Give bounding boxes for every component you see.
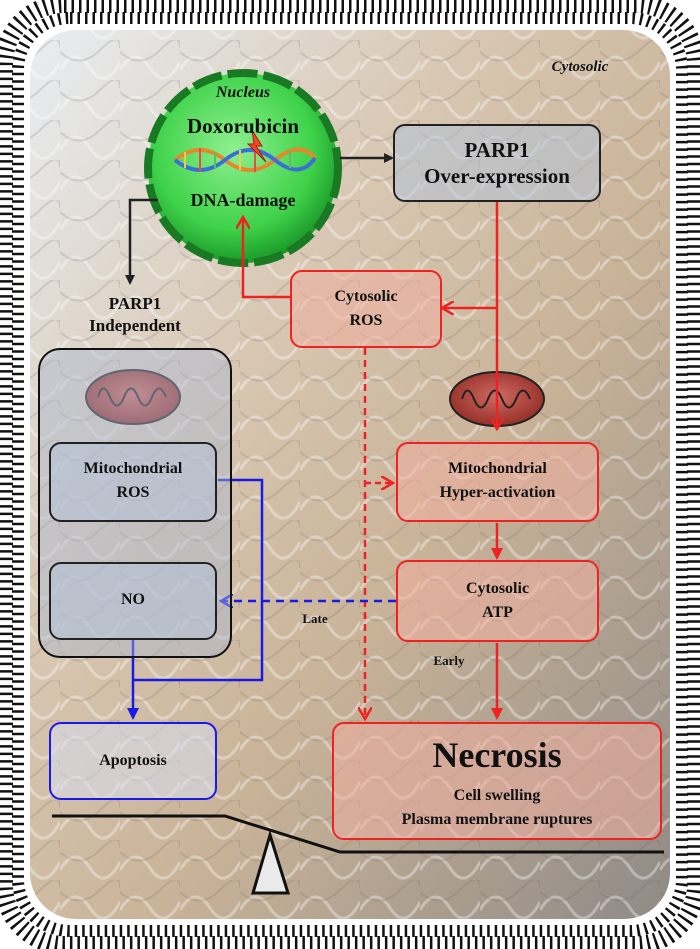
apoptosis-box (49, 722, 217, 800)
necrosis-line-2: Plasma membrane ruptures (401, 811, 593, 828)
parp1-overexpression-label-2: Over-expression (424, 164, 570, 188)
parp1-overexpression-box (393, 124, 601, 202)
arrow-cytosolic-ros-to-dna (243, 218, 290, 299)
dna-helix-icon (173, 147, 317, 172)
early-label: Early (433, 653, 465, 668)
mitochondrial-ros-label-1: Mitochondrial (83, 460, 183, 477)
parp1-independent-label-1: PARP1 (108, 294, 162, 313)
parp1-overexpression-label-1: PARP1 (464, 138, 530, 162)
mitochondrial-hyperactivation-box (396, 442, 599, 522)
necrosis-line-1: Cell swelling (453, 787, 541, 804)
mitochondrial-ros-box (49, 442, 217, 522)
necrosis-title: Necrosis (432, 735, 562, 775)
damage-bolt-icon (246, 129, 267, 163)
no-box (49, 562, 217, 640)
cytosolic-ros-label-2: ROS (349, 312, 383, 329)
arrow-mito-ros-to-apoptosis (133, 478, 264, 682)
no-label: NO (121, 591, 145, 608)
mitochondrial-hyperactivation-label-2: Hyper-activation (439, 484, 556, 501)
necrosis-box (332, 722, 662, 840)
arrow-nucleus-to-parp1-independent (125, 198, 158, 285)
mitochondrion-icon-left (85, 369, 181, 425)
late-label: Late (302, 611, 328, 626)
parp1-independent-label-2: Independent (89, 316, 181, 335)
cytosolic-ros-label-1: Cytosolic (334, 288, 398, 305)
cytosol-texture (30, 30, 670, 919)
cytosolic-atp-box (396, 560, 599, 642)
cytosolic-atp-label-2: ATP (482, 604, 513, 621)
nucleus (144, 69, 342, 267)
mitochondrial-hyperactivation-label-1: Mitochondrial (448, 460, 547, 477)
mitochondrial-ros-label-2: ROS (116, 484, 150, 501)
doxorubicin-label: Doxorubicin (186, 114, 299, 138)
cytosolic-atp-label-1: Cytosolic (465, 580, 530, 597)
apoptosis-label: Apoptosis (99, 752, 167, 769)
cytosolic-ros-box (290, 270, 442, 348)
nucleus-label: Nucleus (215, 84, 271, 101)
dna-damage-label: DNA-damage (190, 190, 296, 210)
seesaw-balance (52, 814, 664, 895)
cytosolic-compartment-label: Cytosolic (551, 59, 609, 75)
